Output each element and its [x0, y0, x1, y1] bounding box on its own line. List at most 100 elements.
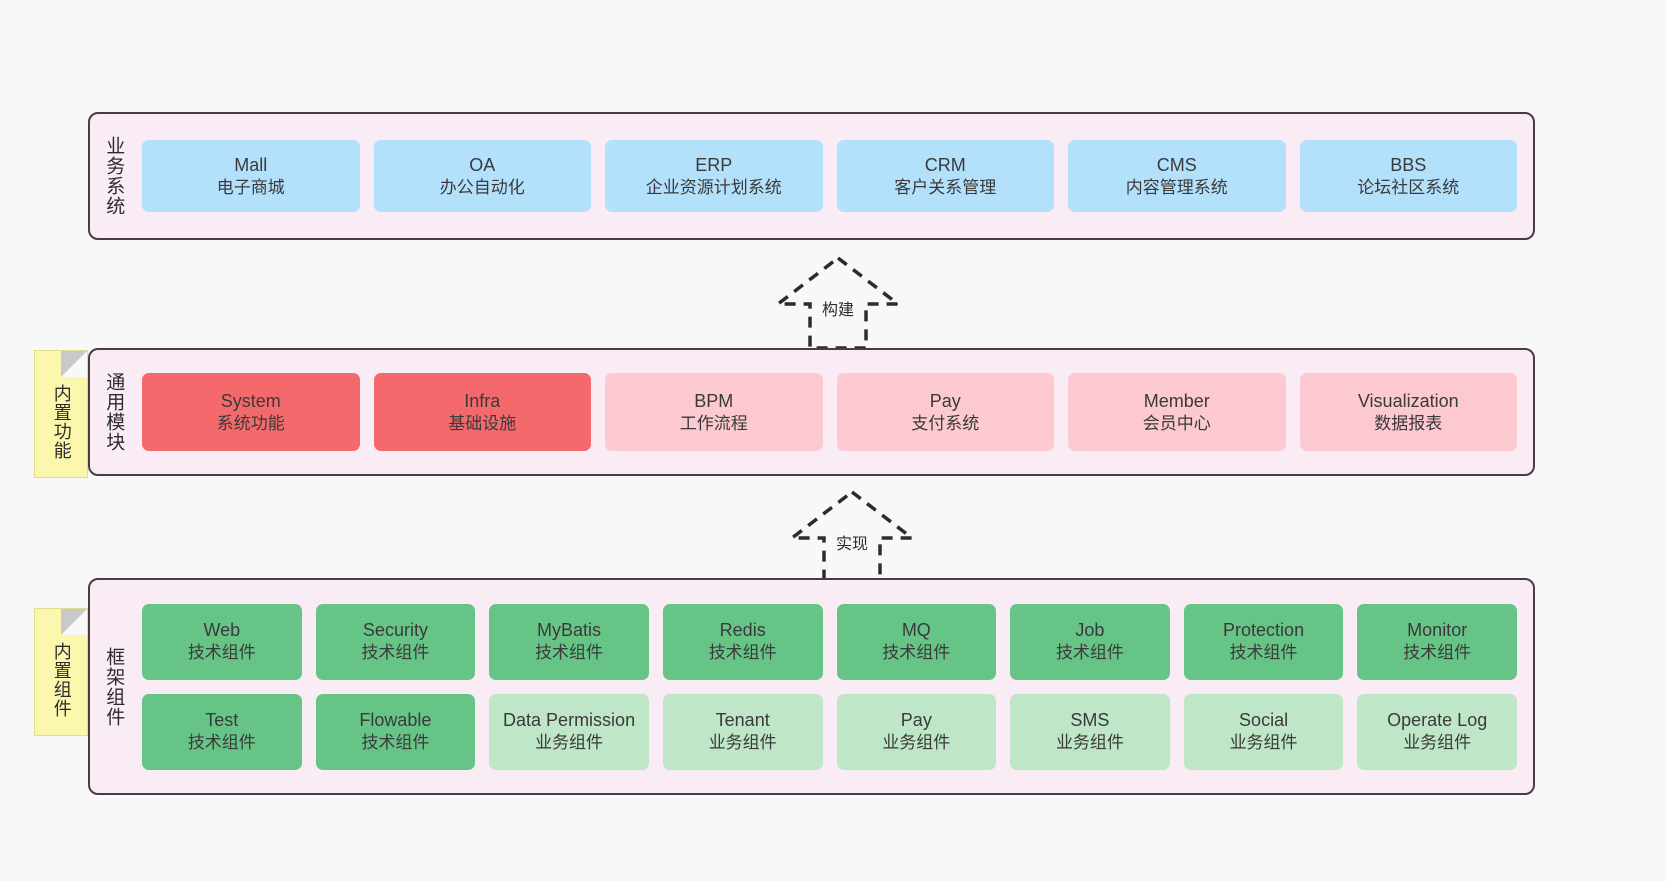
- card-row-business: Test 技术组件 Flowable 技术组件 Data Permission …: [142, 693, 1517, 770]
- card-subtitle: 技术组件: [708, 643, 777, 663]
- card-title: BBS: [1390, 154, 1427, 175]
- card-subtitle: 技术组件: [361, 733, 430, 753]
- card-title: SMS: [1070, 710, 1110, 731]
- card-title: Pay: [900, 710, 932, 731]
- layer-body: Web 技术组件 Security 技术组件 MyBatis 技术组件 Redi…: [136, 580, 1533, 793]
- card-subtitle: 数据报表: [1374, 413, 1443, 433]
- card-subtitle: 系统功能: [216, 413, 285, 433]
- card-title: Visualization: [1357, 390, 1459, 411]
- card-subtitle: 业务组件: [535, 733, 604, 753]
- arrow-implement: 实现: [762, 486, 942, 586]
- card-subtitle: 电子商城: [216, 177, 285, 197]
- card-pay[interactable]: Pay 支付系统: [836, 373, 1054, 451]
- card-monitor[interactable]: Monitor 技术组件: [1357, 603, 1517, 680]
- card-subtitle: 企业资源计划系统: [645, 177, 782, 197]
- card-social[interactable]: Social 业务组件: [1183, 693, 1344, 770]
- card-title: Data Permission: [503, 710, 636, 731]
- card-title: Operate Log: [1387, 710, 1488, 731]
- card-subtitle: 技术组件: [187, 643, 256, 663]
- card-tenant[interactable]: Tenant 业务组件: [662, 693, 823, 770]
- card-member[interactable]: Member 会员中心: [1068, 373, 1286, 451]
- card-data-permission[interactable]: Data Permission 业务组件: [489, 693, 649, 770]
- card-row: System 系统功能 Infra 基础设施 BPM 工作流程 Pay 支付系统…: [142, 373, 1517, 451]
- sticky-note-label: 内置组件: [51, 642, 72, 718]
- card-title: OA: [469, 154, 496, 175]
- card-protection[interactable]: Protection 技术组件: [1183, 603, 1344, 680]
- layer-body: System 系统功能 Infra 基础设施 BPM 工作流程 Pay 支付系统…: [136, 350, 1533, 474]
- card-title: BPM: [694, 390, 734, 411]
- card-subtitle: 办公自动化: [439, 177, 525, 197]
- arrow-label: 实现: [835, 536, 869, 553]
- sticky-note-builtin-features: 内置功能: [34, 350, 88, 478]
- card-subtitle: 支付系统: [911, 413, 980, 433]
- card-subtitle: 技术组件: [1403, 643, 1472, 663]
- card-title: Web: [203, 620, 241, 641]
- card-sms[interactable]: SMS 业务组件: [1010, 693, 1170, 770]
- card-test[interactable]: Test 技术组件: [142, 693, 302, 770]
- card-subtitle: 工作流程: [679, 413, 748, 433]
- card-title: Social: [1239, 710, 1289, 731]
- card-subtitle: 业务组件: [1229, 733, 1298, 753]
- card-mybatis[interactable]: MyBatis 技术组件: [489, 603, 649, 680]
- layer-title: 框架组件: [103, 646, 125, 727]
- card-pay-business[interactable]: Pay 业务组件: [836, 693, 997, 770]
- card-title: MQ: [901, 620, 931, 641]
- card-security[interactable]: Security 技术组件: [315, 603, 476, 680]
- card-title: MyBatis: [537, 620, 602, 641]
- card-subtitle: 内容管理系统: [1125, 177, 1228, 197]
- card-subtitle: 技术组件: [1055, 643, 1124, 663]
- card-title: System: [220, 390, 281, 411]
- card-title: Infra: [464, 390, 501, 411]
- card-subtitle: 业务组件: [882, 733, 951, 753]
- arrow-label: 构建: [821, 302, 855, 319]
- card-title: Mall: [234, 154, 268, 175]
- card-job[interactable]: Job 技术组件: [1010, 603, 1170, 680]
- layer-title: 业务系统: [103, 136, 125, 216]
- card-title: CRM: [924, 154, 966, 175]
- sticky-note-builtin-components: 内置组件: [34, 608, 88, 736]
- card-bpm[interactable]: BPM 工作流程: [605, 373, 823, 451]
- layer-body: Mall 电子商城 OA 办公自动化 ERP 企业资源计划系统 CRM 客户关系…: [136, 114, 1533, 238]
- layer-common-modules: 通用模块 System 系统功能 Infra 基础设施 BPM 工作流程 Pay…: [88, 348, 1535, 476]
- card-title: Test: [205, 710, 239, 731]
- card-visualization[interactable]: Visualization 数据报表: [1299, 373, 1517, 451]
- card-title: ERP: [695, 154, 733, 175]
- card-operate-log[interactable]: Operate Log 业务组件: [1357, 693, 1517, 770]
- card-web[interactable]: Web 技术组件: [142, 603, 302, 680]
- card-title: Security: [362, 620, 428, 641]
- card-mall[interactable]: Mall 电子商城: [142, 140, 360, 212]
- card-subtitle: 会员中心: [1142, 413, 1211, 433]
- card-erp[interactable]: ERP 企业资源计划系统: [605, 140, 823, 212]
- card-system[interactable]: System 系统功能: [142, 373, 360, 451]
- card-title: Pay: [929, 390, 961, 411]
- card-redis[interactable]: Redis 技术组件: [662, 603, 823, 680]
- card-crm[interactable]: CRM 客户关系管理: [836, 140, 1054, 212]
- sticky-note-label: 内置功能: [51, 384, 72, 460]
- layer-framework-components: 框架组件 Web 技术组件 Security 技术组件 MyBatis 技术组件…: [88, 578, 1535, 795]
- card-flowable[interactable]: Flowable 技术组件: [315, 693, 476, 770]
- card-subtitle: 客户关系管理: [894, 177, 997, 197]
- card-row: Mall 电子商城 OA 办公自动化 ERP 企业资源计划系统 CRM 客户关系…: [142, 140, 1517, 212]
- card-title: Monitor: [1407, 620, 1468, 641]
- card-infra[interactable]: Infra 基础设施: [373, 373, 591, 451]
- card-subtitle: 技术组件: [187, 733, 256, 753]
- card-cms[interactable]: CMS 内容管理系统: [1068, 140, 1286, 212]
- card-subtitle: 论坛社区系统: [1357, 177, 1460, 197]
- card-bbs[interactable]: BBS 论坛社区系统: [1299, 140, 1517, 212]
- card-subtitle: 业务组件: [1055, 733, 1124, 753]
- card-oa[interactable]: OA 办公自动化: [373, 140, 591, 212]
- card-mq[interactable]: MQ 技术组件: [836, 603, 997, 680]
- card-row-technical: Web 技术组件 Security 技术组件 MyBatis 技术组件 Redi…: [142, 603, 1517, 680]
- card-subtitle: 技术组件: [361, 643, 430, 663]
- card-subtitle: 基础设施: [448, 413, 517, 433]
- card-title: Job: [1075, 620, 1105, 641]
- card-subtitle: 技术组件: [1229, 643, 1298, 663]
- card-subtitle: 技术组件: [535, 643, 604, 663]
- card-title: Protection: [1223, 620, 1305, 641]
- arrow-build: 构建: [748, 252, 928, 352]
- card-subtitle: 业务组件: [708, 733, 777, 753]
- card-subtitle: 技术组件: [882, 643, 951, 663]
- card-title: CMS: [1156, 154, 1197, 175]
- layer-title: 通用模块: [103, 372, 125, 452]
